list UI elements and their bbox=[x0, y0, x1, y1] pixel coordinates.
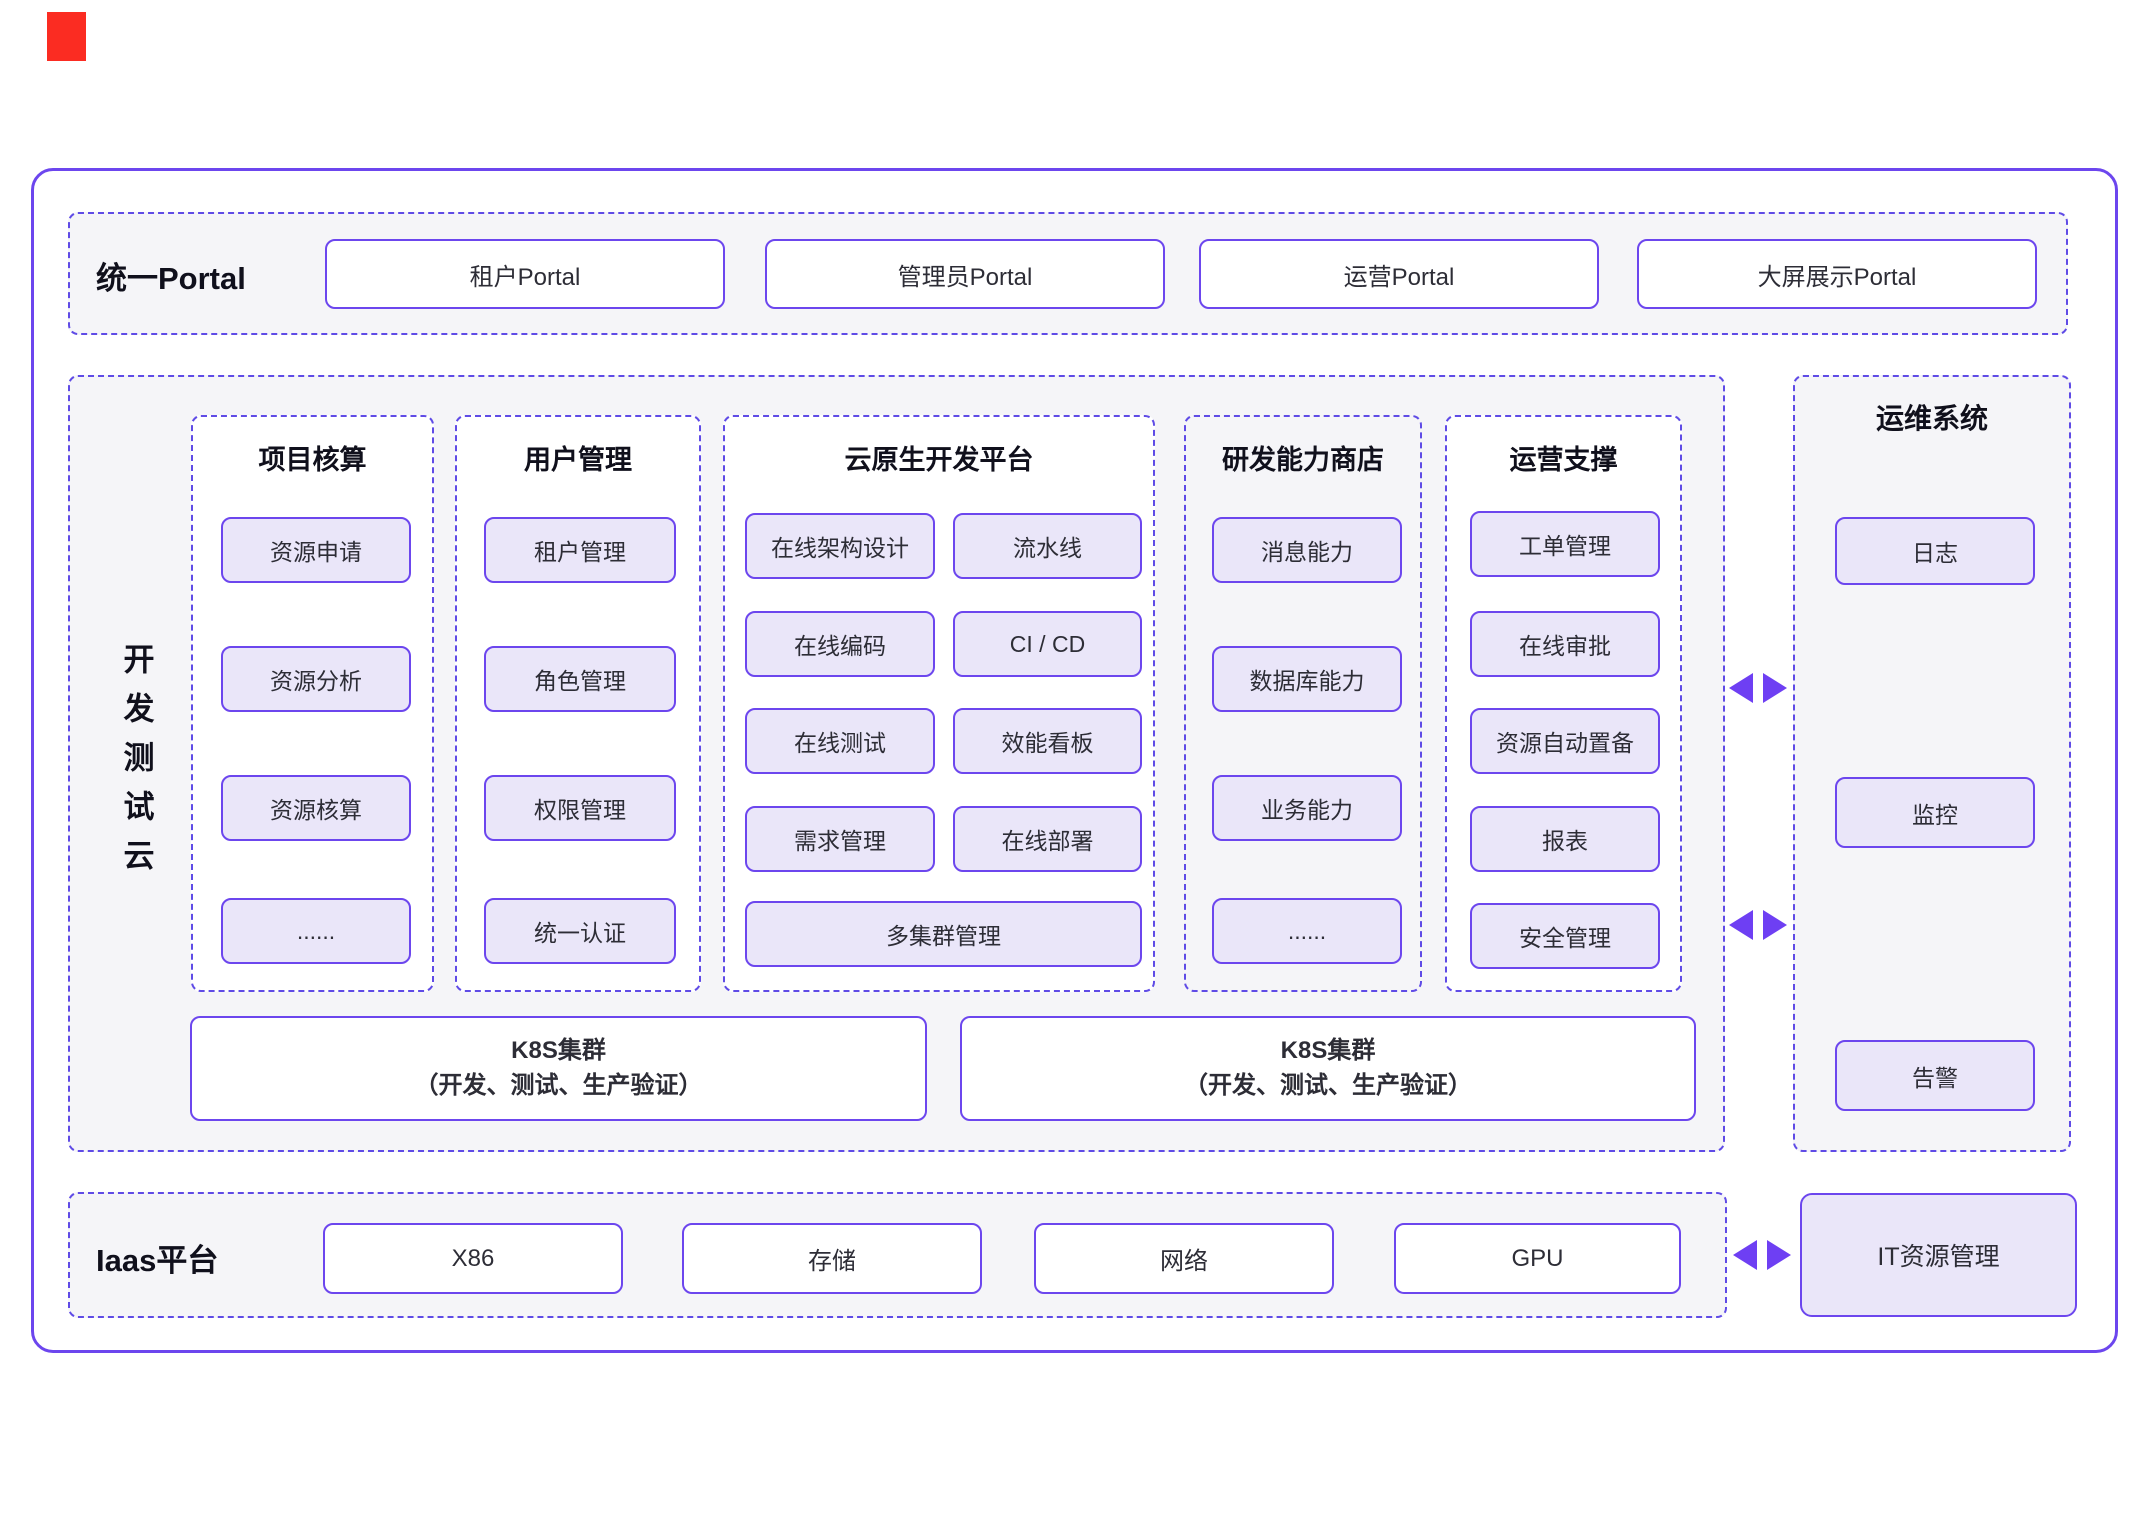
capability-box: 在线测试 bbox=[745, 708, 935, 774]
iaas-box-gpu: GPU bbox=[1394, 1223, 1681, 1294]
arrow-left-icon bbox=[1733, 1240, 1757, 1270]
capability-box: 需求管理 bbox=[745, 806, 935, 872]
arrow-left-icon bbox=[1729, 673, 1753, 703]
capability-box: 安全管理 bbox=[1470, 903, 1660, 969]
k8s-cluster-title: K8S集群 bbox=[1280, 1036, 1376, 1064]
capability-box-ellipsis: ...... bbox=[1212, 898, 1402, 964]
portal-section: 统一Portal 租户Portal 管理员Portal 运营Portal 大屏展… bbox=[68, 212, 2068, 335]
capability-box: 资源自动置备 bbox=[1470, 708, 1660, 774]
capability-box: 在线编码 bbox=[745, 611, 935, 677]
capability-box: 租户管理 bbox=[484, 517, 676, 583]
portal-item-admin: 管理员Portal bbox=[765, 239, 1165, 309]
iaas-box-storage: 存储 bbox=[682, 1223, 982, 1294]
it-resource-management-box: IT资源管理 bbox=[1800, 1193, 2077, 1317]
dev-cloud-vertical-title: 开发测试云 bbox=[118, 643, 154, 888]
column-project-accounting: 项目核算 资源申请 资源分析 资源核算 ...... bbox=[191, 415, 434, 992]
capability-box-ellipsis: ...... bbox=[221, 898, 411, 964]
arrow-left-icon bbox=[1729, 910, 1753, 940]
column-title: 研发能力商店 bbox=[1222, 444, 1384, 475]
capability-box: 资源核算 bbox=[221, 775, 411, 841]
arrow-right-icon bbox=[1763, 673, 1787, 703]
column-title: 运营支撑 bbox=[1509, 444, 1618, 475]
capability-box: 业务能力 bbox=[1212, 775, 1402, 841]
capability-box-multicluster: 多集群管理 bbox=[745, 901, 1142, 967]
bidirectional-arrow bbox=[1729, 673, 1787, 703]
column-user-management: 用户管理 租户管理 角色管理 权限管理 统一认证 bbox=[455, 415, 701, 992]
portal-item-bigscreen: 大屏展示Portal bbox=[1637, 239, 2037, 309]
ops-system-title: 运维系统 bbox=[1875, 403, 1988, 434]
column-title: 项目核算 bbox=[258, 444, 367, 475]
capability-box: 报表 bbox=[1470, 806, 1660, 872]
arrow-right-icon bbox=[1763, 910, 1787, 940]
capability-box: 在线部署 bbox=[953, 806, 1142, 872]
column-operation-support: 运营支撑 工单管理 在线审批 资源自动置备 报表 安全管理 bbox=[1445, 415, 1682, 992]
capability-box: 效能看板 bbox=[953, 708, 1142, 774]
capability-box: 角色管理 bbox=[484, 646, 676, 712]
capability-box: 在线审批 bbox=[1470, 611, 1660, 677]
dev-cloud-section: 开发测试云 项目核算 资源申请 资源分析 资源核算 ...... 用户管理 租户… bbox=[68, 375, 1725, 1152]
capability-box: 流水线 bbox=[953, 513, 1142, 579]
red-corner-marker bbox=[47, 12, 86, 61]
iaas-section-title: Iaas平台 bbox=[96, 1242, 219, 1278]
k8s-cluster-subtitle: （开发、测试、生产验证） bbox=[1184, 1071, 1472, 1099]
ops-box-alarm: 告警 bbox=[1835, 1040, 2035, 1111]
capability-box: 资源申请 bbox=[221, 517, 411, 583]
capability-box: CI / CD bbox=[953, 611, 1142, 677]
iaas-section: Iaas平台 X86 存储 网络 GPU bbox=[68, 1192, 1727, 1318]
capability-box: 消息能力 bbox=[1212, 517, 1402, 583]
capability-box: 在线架构设计 bbox=[745, 513, 935, 579]
portal-section-title: 统一Portal bbox=[96, 261, 246, 296]
capability-box: 权限管理 bbox=[484, 775, 676, 841]
k8s-cluster-title: K8S集群 bbox=[511, 1036, 606, 1064]
iaas-box-network: 网络 bbox=[1034, 1223, 1334, 1294]
column-title: 云原生开发平台 bbox=[844, 444, 1034, 475]
ops-system-panel: 运维系统 日志 监控 告警 bbox=[1793, 375, 2071, 1152]
ops-box-log: 日志 bbox=[1835, 517, 2035, 585]
k8s-cluster-subtitle: （开发、测试、生产验证） bbox=[414, 1071, 703, 1099]
k8s-cluster-box: K8S集群 （开发、测试、生产验证） bbox=[960, 1016, 1696, 1121]
k8s-cluster-box: K8S集群 （开发、测试、生产验证） bbox=[190, 1016, 927, 1121]
capability-box: 统一认证 bbox=[484, 898, 676, 964]
capability-box: 数据库能力 bbox=[1212, 646, 1402, 712]
iaas-box-x86: X86 bbox=[323, 1223, 623, 1294]
ops-box-monitor: 监控 bbox=[1835, 777, 2035, 848]
portal-item-operation: 运营Portal bbox=[1199, 239, 1599, 309]
bidirectional-arrow bbox=[1733, 1240, 1791, 1270]
column-cloud-native-platform: 云原生开发平台 在线架构设计 流水线 在线编码 CI / CD 在线测试 效能看… bbox=[723, 415, 1155, 992]
bidirectional-arrow bbox=[1729, 910, 1787, 940]
capability-box: 工单管理 bbox=[1470, 511, 1660, 577]
arrow-right-icon bbox=[1767, 1240, 1791, 1270]
column-title: 用户管理 bbox=[524, 444, 632, 475]
portal-item-tenant: 租户Portal bbox=[325, 239, 725, 309]
column-rnd-capability-store: 研发能力商店 消息能力 数据库能力 业务能力 ...... bbox=[1184, 415, 1422, 992]
capability-box: 资源分析 bbox=[221, 646, 411, 712]
